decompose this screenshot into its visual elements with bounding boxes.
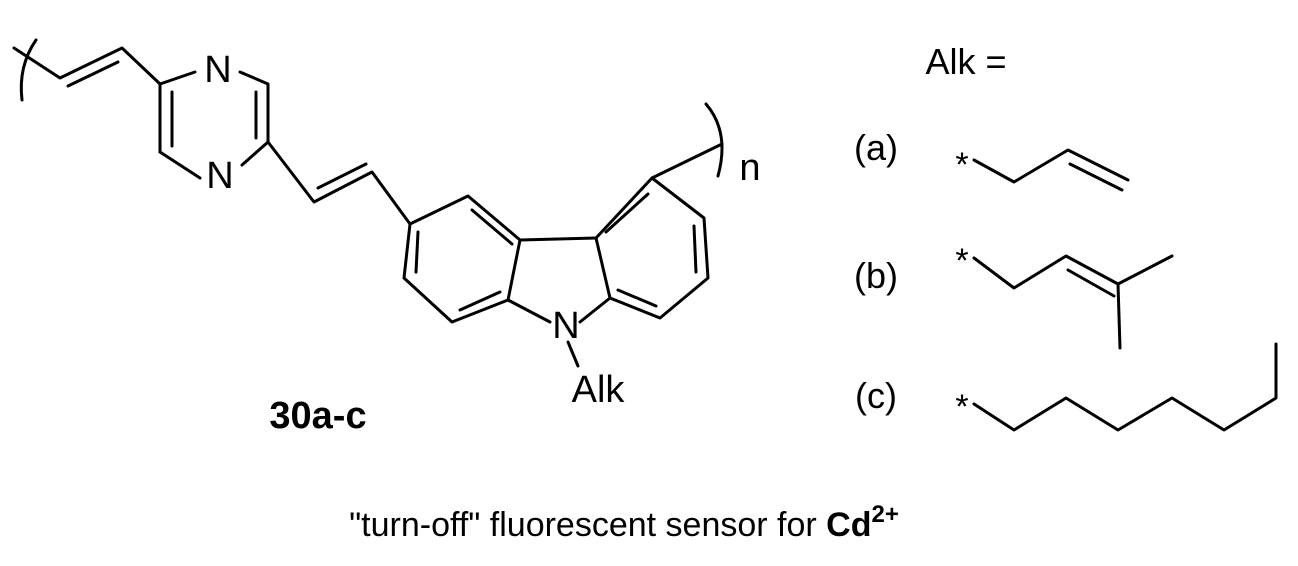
wildcard-c: * [955, 388, 968, 426]
allyl-double-inner [1068, 162, 1124, 192]
prenyl-methyl-branch [1116, 282, 1122, 350]
carbazole-ring-right [594, 176, 710, 320]
prenyl-double-inner [1066, 268, 1116, 298]
caption-charge: 2+ [872, 501, 899, 528]
legend-key-c: (c) [855, 375, 897, 416]
pyrazine-nitrogen-top: N [204, 49, 231, 91]
allyl-chain [972, 148, 1130, 184]
pyrazine-nitrogen-bottom: N [206, 155, 233, 197]
chain-end-bond [650, 142, 724, 180]
caption-text: "turn-off" fluorescent sensor for [349, 506, 826, 544]
n-alk-bond [566, 340, 580, 368]
compound-label: 30a-c [269, 395, 366, 437]
carbazole-ring-left [402, 194, 522, 324]
prenyl-chain [972, 254, 1174, 290]
polymer-skeleton [12, 38, 724, 368]
carbazole-nitrogen: N [552, 305, 579, 347]
carbazole-left-double-2 [458, 290, 502, 312]
carbazole-left-double-3 [470, 208, 514, 246]
repeat-subscript: n [739, 147, 760, 189]
carbazole-right-double-2 [692, 224, 698, 274]
heptyl-chain [972, 342, 1278, 432]
repeat-bracket-left [19, 38, 38, 102]
vinylene-bond-right [266, 140, 412, 226]
alk-substituent-label: Alk [572, 369, 626, 411]
legend-header: Alk = [925, 41, 1006, 82]
carbazole-left-double-1 [414, 230, 420, 274]
caption-ion: Cd [826, 506, 871, 544]
wildcard-b: * [955, 242, 968, 280]
vinylene-bond-left [12, 46, 162, 86]
vinylene-double-inner-left [66, 60, 120, 88]
legend-key-a: (a) [854, 127, 898, 168]
carbazole-right-double-3 [616, 288, 658, 308]
legend-key-b: (b) [854, 255, 898, 296]
vinylene-double-inner-right [316, 162, 368, 190]
wildcard-a: * [955, 146, 968, 184]
carbazole-right-double-1 [604, 192, 650, 234]
figure-caption: "turn-off" fluorescent sensor for Cd2+ [349, 501, 899, 544]
repeat-bracket-right [704, 102, 724, 178]
carbazole-ring-central [506, 236, 612, 324]
